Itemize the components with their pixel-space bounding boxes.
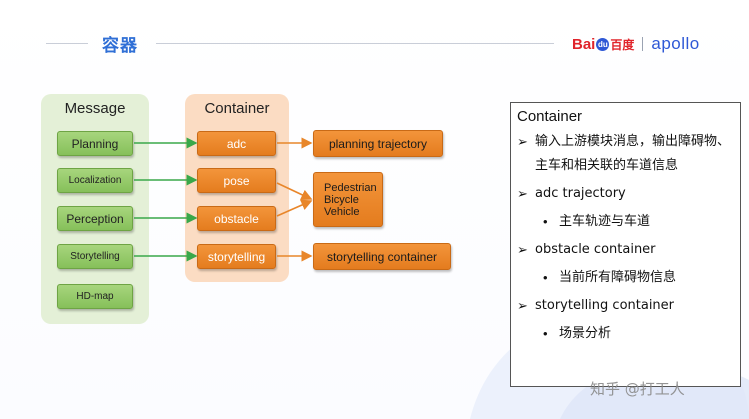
arrow-bullet-icon: ➢: [517, 242, 528, 257]
info-bullet-text: obstacle container: [535, 242, 656, 257]
arrow-pose-obstacles: [276, 182, 313, 200]
info-sub-bullet: • 场景分析: [517, 322, 734, 346]
dot-bullet-icon: •: [543, 270, 548, 285]
baidu-logo-cn: 百度: [610, 37, 635, 52]
arrow-bullet-icon: ➢: [517, 134, 528, 149]
message-storytelling: Storytelling: [57, 244, 133, 269]
message-hd-map: HD-map: [57, 284, 133, 309]
info-bullet-text: storytelling container: [535, 298, 675, 313]
output-planning-trajectory: planning trajectory: [313, 130, 443, 157]
message-group-title: Message: [64, 100, 126, 117]
apollo-logo: apollo: [651, 34, 700, 53]
brand-logo: Bai du 百度 apollo: [572, 34, 700, 54]
container-obstacle: obstacle: [197, 206, 276, 231]
info-bullet: ➢ adc trajectory: [517, 182, 734, 206]
obstacle-type-pedestrian: Pedestrian: [324, 181, 377, 194]
info-panel-title: Container: [517, 108, 583, 125]
output-obstacle-types: Pedestrian Bicycle Vehicle: [313, 172, 383, 227]
info-bullet-text: adc trajectory: [535, 186, 626, 201]
info-bullet: ➢ 输入上游模块消息，输出障碍物、主车和相关联的车道信息: [517, 130, 734, 178]
message-perception: Perception: [57, 206, 133, 231]
info-sub-bullet: • 当前所有障碍物信息: [517, 266, 734, 290]
info-sub-bullet-text: 当前所有障碍物信息: [559, 270, 677, 285]
container-adc: adc: [197, 131, 276, 156]
header-line-right: [156, 43, 554, 44]
logo-separator: [642, 37, 644, 51]
info-panel: Container ➢ 输入上游模块消息，输出障碍物、主车和相关联的车道信息 ➢…: [510, 102, 741, 387]
container-storytelling: storytelling: [197, 244, 276, 269]
message-localization: Localization: [57, 168, 133, 193]
container-group-title: Container: [204, 100, 270, 117]
info-bullet-text: 输入上游模块消息，输出障碍物、主车和相关联的车道信息: [535, 134, 731, 173]
info-bullet: ➢ storytelling container: [517, 294, 734, 318]
message-planning: Planning: [57, 131, 133, 156]
header-line-left: [46, 43, 88, 44]
container-pose: pose: [197, 168, 276, 193]
output-storytelling-container: storytelling container: [313, 243, 451, 270]
arrow-bullet-icon: ➢: [517, 298, 528, 313]
arrow-obstacle-obstacles: [276, 199, 313, 217]
info-sub-bullet-text: 场景分析: [559, 326, 612, 341]
info-sub-bullet: • 主车轨迹与车道: [517, 210, 734, 234]
info-sub-bullet-text: 主车轨迹与车道: [559, 214, 651, 229]
dot-bullet-icon: •: [543, 214, 548, 229]
info-bullet: ➢ obstacle container: [517, 238, 734, 262]
baidu-paw-icon: du: [596, 37, 610, 51]
baidu-logo-text: Bai: [572, 35, 596, 53]
obstacle-type-vehicle: Vehicle: [324, 205, 360, 218]
page-title: 容器: [102, 36, 138, 56]
obstacle-type-bicycle: Bicycle: [324, 193, 359, 206]
watermark: 知乎 @打工人: [590, 380, 685, 398]
dot-bullet-icon: •: [543, 326, 548, 341]
arrow-bullet-icon: ➢: [517, 186, 528, 201]
